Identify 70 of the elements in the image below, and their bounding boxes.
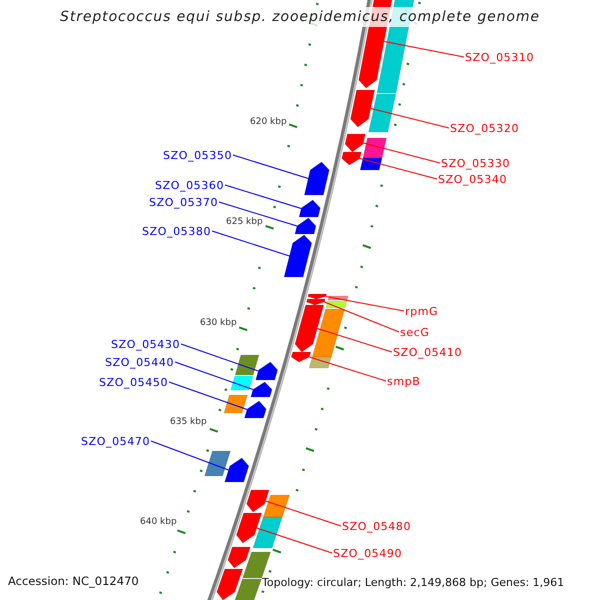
scale-label: 640 kbp xyxy=(140,518,177,526)
gene-label: SZO_05340 xyxy=(438,174,508,184)
gene-label: SZO_05430 xyxy=(111,338,180,350)
gene-block xyxy=(216,568,244,600)
leader-line xyxy=(218,202,298,226)
gene-block xyxy=(308,294,327,300)
leader-line xyxy=(168,382,248,410)
leader-line xyxy=(370,108,450,128)
gene-block xyxy=(250,382,272,398)
gene-block xyxy=(312,308,345,358)
leader-line xyxy=(362,142,440,164)
leader-line xyxy=(324,302,400,332)
gene-label: rpmG xyxy=(405,306,438,316)
gene-block xyxy=(360,158,382,170)
gene-label: SZO_05410 xyxy=(393,346,462,358)
leader-line xyxy=(212,230,290,256)
gene-label: SZO_05370 xyxy=(149,196,218,208)
leader-line xyxy=(359,158,438,180)
gene-label: SZO_05320 xyxy=(450,122,520,134)
gene-label: smpB xyxy=(387,376,420,386)
accession-text: Accession: NC_012470 xyxy=(8,576,139,588)
gene-block xyxy=(350,90,375,128)
gene-block xyxy=(298,200,321,218)
gene-block xyxy=(362,138,387,158)
gene-label: SZO_05480 xyxy=(342,520,412,532)
leader-line xyxy=(308,356,386,382)
leader-line xyxy=(325,296,404,312)
gene-block xyxy=(304,162,330,196)
scale-label: 620 kbp xyxy=(250,118,287,126)
leader-line xyxy=(174,362,254,390)
gene-block xyxy=(252,516,283,548)
gene-block xyxy=(344,134,366,152)
gene-block xyxy=(228,546,251,568)
leader-line xyxy=(265,500,342,526)
gene-label: SZO_05330 xyxy=(441,158,510,168)
leader-line xyxy=(232,154,309,179)
gene-block xyxy=(242,552,272,578)
leader-line xyxy=(256,528,332,554)
gene-block xyxy=(341,152,362,166)
genome-stats-text: Topology: circular; Length: 2,149,868 bp; Genes: 1,961 xyxy=(262,576,564,588)
scale-label: 635 kbp xyxy=(170,418,207,426)
gene-block xyxy=(230,376,254,390)
gene-block xyxy=(255,362,278,380)
scale-label: 630 kbp xyxy=(200,318,237,328)
leader-line xyxy=(316,328,392,352)
leader-line xyxy=(384,41,464,58)
gene-block xyxy=(244,400,267,418)
map-title: Streptococcus equi subsp. zooepidemicus, complete genome xyxy=(60,7,540,27)
gene-label: SZO_05470 xyxy=(81,436,150,446)
gene-block xyxy=(204,450,231,476)
gene-label: secG xyxy=(400,326,430,338)
gene-label: SZO_05440 xyxy=(105,356,174,368)
gene-label: SZO_05310 xyxy=(465,52,534,62)
gene-block xyxy=(236,512,262,544)
gene-block xyxy=(262,494,290,518)
gene-label: SZO_05380 xyxy=(142,226,212,236)
leader-line xyxy=(224,184,302,209)
leader-line xyxy=(150,440,229,470)
gene-block xyxy=(234,354,260,376)
scale-label: 625 kbp xyxy=(226,218,263,226)
gene-block xyxy=(224,458,250,482)
gene-label: SZO_05490 xyxy=(333,548,402,558)
gene-block xyxy=(246,490,270,512)
gene-label: SZO_05350 xyxy=(163,150,232,160)
leader-line xyxy=(180,344,259,372)
gene-block xyxy=(224,394,248,414)
gene-block xyxy=(328,296,348,300)
gene-block xyxy=(368,94,396,132)
gene-label: SZO_05360 xyxy=(155,180,224,190)
gene-label: SZO_05450 xyxy=(99,376,168,388)
